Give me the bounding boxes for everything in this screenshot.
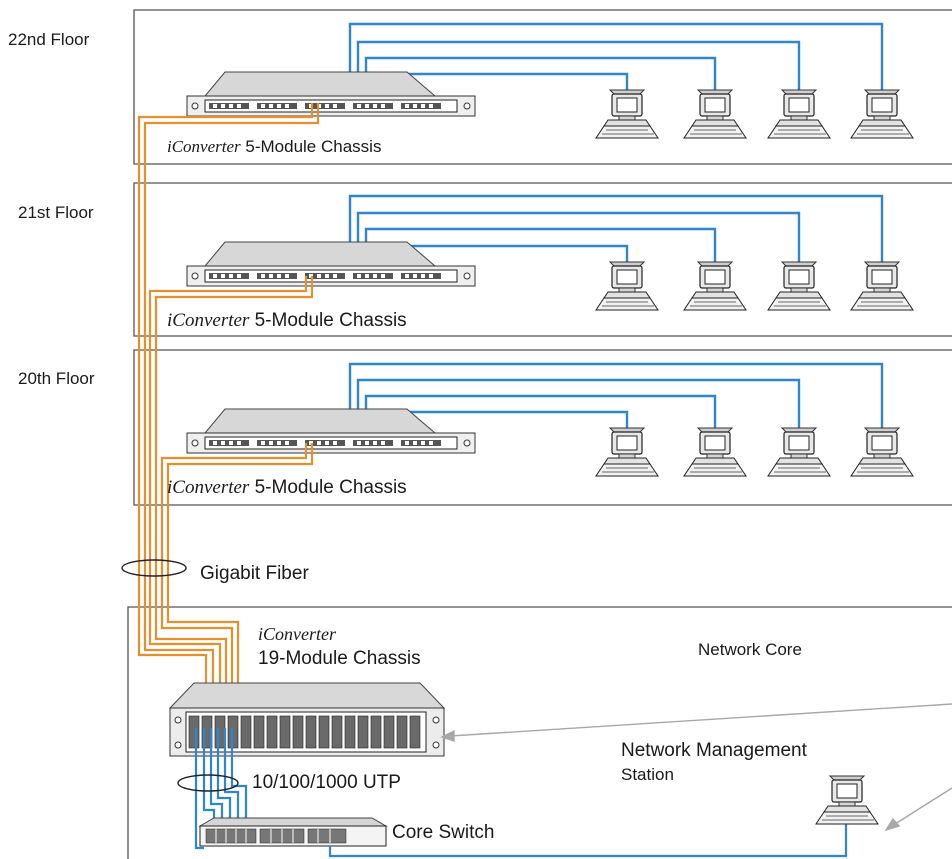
workstation-icon bbox=[683, 261, 747, 311]
chassis-21-caption: iConverter 5-Module Chassis bbox=[167, 310, 407, 332]
nms-label-line2: Station bbox=[621, 765, 674, 784]
workstation-icon bbox=[850, 261, 914, 311]
floor-22-frame bbox=[133, 9, 952, 165]
workstation-icon bbox=[767, 261, 831, 311]
workstation-icon bbox=[595, 261, 659, 311]
floor-frames bbox=[127, 9, 952, 859]
workstation-icon bbox=[767, 89, 831, 139]
workstations-20 bbox=[595, 427, 914, 477]
network-core-frame bbox=[127, 606, 952, 859]
floor-20-frame bbox=[133, 349, 952, 506]
mgmt-arrows bbox=[440, 703, 952, 832]
core-switch-icon bbox=[198, 817, 388, 847]
workstations-21 bbox=[595, 261, 914, 311]
management-station-icon bbox=[815, 775, 879, 825]
fiber-riser bbox=[137, 103, 320, 720]
chassis-22-icon bbox=[186, 71, 476, 117]
workstation-icon bbox=[683, 89, 747, 139]
core-chassis-brand: iConverter bbox=[258, 624, 336, 644]
floor-21-frame bbox=[133, 182, 952, 337]
floor-copper-runs bbox=[348, 22, 884, 437]
utp-bundle-icon bbox=[177, 774, 239, 792]
chassis-brand: iConverter bbox=[167, 137, 241, 156]
workstations-22 bbox=[595, 89, 914, 139]
chassis-brand: iConverter bbox=[167, 310, 250, 331]
fiber-label: Gigabit Fiber bbox=[200, 563, 309, 584]
mgmt-uplink bbox=[328, 818, 848, 858]
network-core-title: Network Core bbox=[698, 640, 802, 659]
workstation-icon bbox=[595, 89, 659, 139]
floor-21-label: 21st Floor bbox=[18, 203, 94, 222]
chassis-20-caption: iConverter 5-Module Chassis bbox=[167, 477, 407, 499]
floor-20-label: 20th Floor bbox=[18, 369, 95, 388]
utp-label: 10/100/1000 UTP bbox=[252, 772, 401, 793]
nms-label-line1: Network Management bbox=[621, 740, 807, 761]
chassis-model: 5-Module Chassis bbox=[254, 477, 407, 498]
workstation-icon bbox=[767, 427, 831, 477]
fiber-bundle-icon bbox=[121, 559, 187, 577]
chassis-20-icon bbox=[186, 408, 476, 454]
workstation-icon bbox=[850, 89, 914, 139]
workstation-icon bbox=[683, 427, 747, 477]
core-switch-label: Core Switch bbox=[392, 822, 495, 843]
chassis-model: 5-Module Chassis bbox=[245, 137, 382, 156]
chassis-22-caption: iConverter 5-Module Chassis bbox=[167, 137, 381, 157]
chassis-brand: iConverter bbox=[167, 477, 250, 498]
core-chassis-model: 19-Module Chassis bbox=[258, 648, 421, 669]
chassis-model: 5-Module Chassis bbox=[254, 310, 407, 331]
floor-22-label: 22nd Floor bbox=[8, 30, 90, 49]
workstation-icon bbox=[595, 427, 659, 477]
chassis-21-icon bbox=[186, 241, 476, 287]
workstation-icon bbox=[850, 427, 914, 477]
